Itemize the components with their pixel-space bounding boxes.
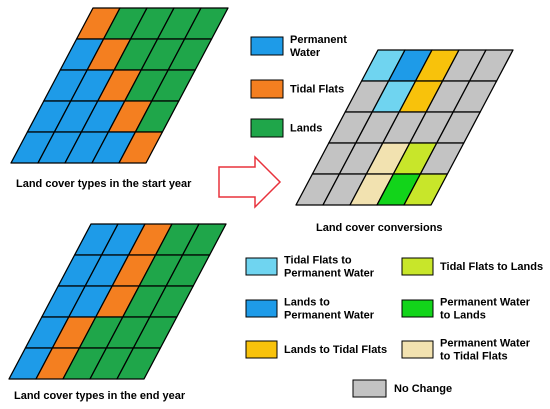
legend-swatch-lands-to-tf — [245, 340, 278, 359]
legend-label-lands-to-pw: Permanent Water — [284, 310, 375, 322]
legend-swatch-tf-to-pw — [245, 257, 278, 276]
transition-arrow — [218, 155, 282, 209]
grid-cell-tf-to-lands — [403, 173, 449, 206]
legend-label-tidal-flats: Tidal Flats — [290, 84, 344, 96]
legend-label-permanent-water: Permanent — [290, 34, 347, 46]
legend-label-permanent-water: Water — [290, 47, 321, 59]
legend-swatch-lands — [250, 118, 284, 138]
legend-swatch-tidal-flats — [250, 79, 284, 99]
legend-label-lands-to-pw: Lands to — [284, 297, 330, 309]
legend-label-pw-to-lands: to Lands — [440, 310, 486, 322]
legend-swatch-no-change — [352, 379, 387, 398]
legend-label-lands: Lands — [290, 123, 322, 135]
legend-swatch-pw-to-tf — [401, 340, 434, 359]
conversion-grid — [295, 49, 514, 206]
grid-cell-tidal-flats — [118, 131, 164, 164]
legend-label-pw-to-tf: to Tidal Flats — [440, 351, 508, 363]
start-year-grid — [10, 7, 229, 164]
legend-swatch-permanent-water — [250, 36, 284, 56]
legend-label-lands-to-tf: Lands to Tidal Flats — [284, 344, 387, 356]
legend-label-pw-to-lands: Permanent Water — [440, 297, 531, 309]
legend-label-tf-to-pw: Permanent Water — [284, 268, 375, 280]
legend-swatch-lands-to-pw — [245, 299, 278, 318]
end-year-grid — [8, 223, 227, 380]
legend-swatch-tf-to-lands — [401, 257, 434, 276]
legend-label-tf-to-lands: Tidal Flats to Lands — [440, 261, 543, 273]
legend-label-no-change: No Change — [394, 383, 452, 395]
conversion-caption: Land cover conversions — [316, 222, 443, 234]
legend-label-tf-to-pw: Tidal Flats to — [284, 255, 352, 267]
legend-label-pw-to-tf: Permanent Water — [440, 338, 531, 350]
legend-swatch-pw-to-lands — [401, 299, 434, 318]
start-year-caption: Land cover types in the start year — [16, 178, 192, 190]
end-year-caption: Land cover types in the end year — [14, 390, 186, 402]
grid-cell-lands — [116, 347, 162, 380]
